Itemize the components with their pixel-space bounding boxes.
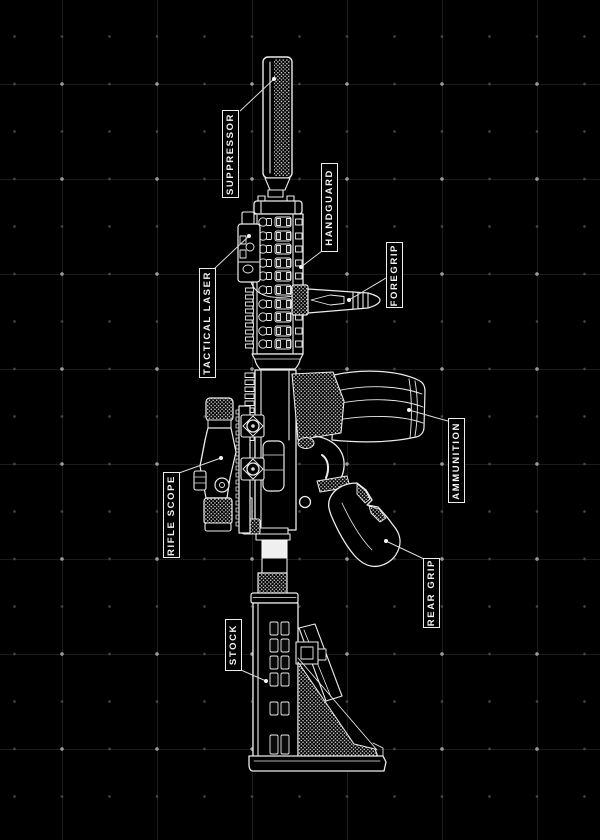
label-stock: STOCK	[225, 619, 242, 671]
label-tactical-laser: TACTICAL LASER	[199, 268, 216, 378]
magazine-drawing	[291, 370, 426, 449]
label-tactical-laser-text: TACTICAL LASER	[201, 271, 213, 375]
label-rear-grip-text: REAR GRIP	[425, 559, 437, 627]
leader-suppressor	[239, 77, 276, 112]
suppressor-drawing	[257, 56, 295, 203]
label-rear-grip: REAR GRIP	[423, 558, 440, 628]
leader-ammunition	[407, 408, 449, 422]
leader-rifle-scope	[178, 456, 223, 474]
label-foregrip: FOREGRIP	[386, 242, 403, 308]
leader-lines	[178, 77, 449, 683]
label-suppressor-text: SUPPRESSOR	[224, 113, 236, 195]
label-stock-text: STOCK	[227, 624, 239, 666]
label-rifle-scope-text: RIFLE SCOPE	[165, 474, 177, 556]
tactical-laser-drawing	[237, 211, 294, 298]
handguard-cap-drawing	[253, 200, 303, 215]
leader-stock	[240, 669, 268, 683]
label-ammunition-text: AMMUNITION	[450, 421, 462, 500]
rifle-scope-drawing	[193, 397, 265, 534]
leader-foregrip	[347, 277, 387, 302]
label-handguard-text: HANDGUARD	[323, 169, 335, 246]
label-rifle-scope: RIFLE SCOPE	[163, 472, 180, 558]
label-handguard: HANDGUARD	[321, 163, 338, 252]
receiver-drawing	[244, 369, 353, 541]
leader-rear-grip	[384, 539, 425, 560]
stock-drawing	[248, 602, 387, 772]
rear-grip-drawing	[316, 475, 401, 568]
delta-ring-drawing	[251, 353, 304, 370]
foregrip-drawing	[291, 284, 381, 316]
label-foregrip-text: FOREGRIP	[388, 243, 400, 307]
label-suppressor: SUPPRESSOR	[222, 110, 239, 198]
leader-tactical-laser	[213, 234, 251, 270]
handguard-drawing	[245, 213, 304, 355]
leader-handguard	[299, 250, 323, 269]
label-ammunition: AMMUNITION	[448, 418, 465, 503]
